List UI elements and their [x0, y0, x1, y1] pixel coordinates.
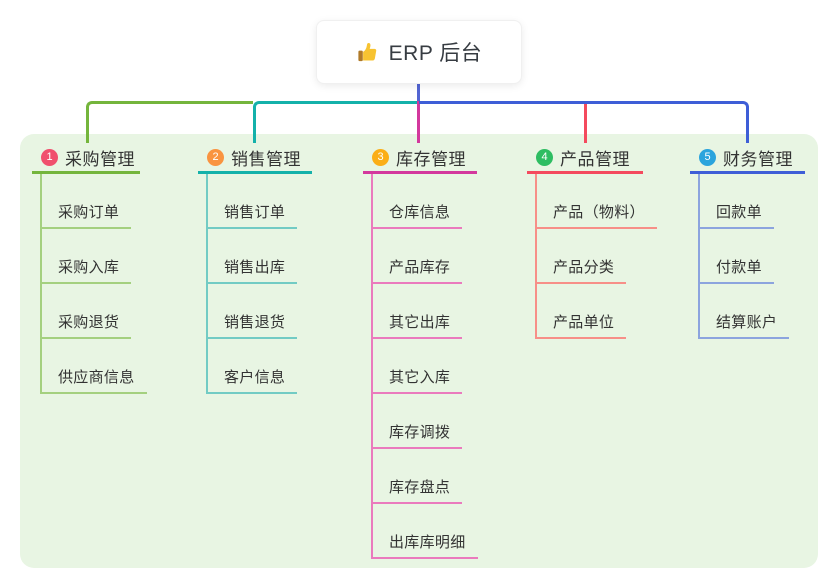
child-label: 供应商信息	[42, 366, 147, 394]
connector-branch-finance	[419, 101, 749, 143]
connector-root-drop	[417, 84, 420, 102]
child-label: 付款单	[700, 256, 774, 284]
branch-label: 产品管理	[560, 149, 630, 169]
branch-label: 库存管理	[396, 149, 466, 169]
child-node[interactable]: 其它入库	[373, 339, 478, 394]
child-node[interactable]: 其它出库	[373, 284, 478, 339]
child-label: 销售退货	[208, 311, 298, 339]
child-node[interactable]: 采购退货	[42, 284, 147, 339]
child-node[interactable]: 采购订单	[42, 174, 147, 229]
child-label: 产品库存	[373, 256, 463, 284]
child-label: 客户信息	[208, 366, 298, 394]
branch-node-finance[interactable]: 5 财务管理	[690, 143, 805, 174]
branch-number-badge: 4	[536, 148, 553, 166]
connector-branch-purchase	[86, 101, 253, 143]
branch-label: 财务管理	[723, 149, 793, 169]
root-node[interactable]: ERP 后台	[316, 20, 522, 84]
branch-node-purchase[interactable]: 1 采购管理	[32, 143, 140, 174]
child-node[interactable]: 供应商信息	[42, 339, 147, 394]
child-label: 产品分类	[537, 256, 627, 284]
child-label: 采购入库	[42, 256, 132, 284]
child-node[interactable]: 库存盘点	[373, 449, 478, 504]
child-node[interactable]: 采购入库	[42, 229, 147, 284]
thumbs-up-icon	[356, 41, 379, 64]
branch-children: 销售订单 销售出库 销售退货 客户信息	[206, 174, 298, 394]
child-label: 结算账户	[700, 311, 790, 339]
branch-finance: 5 财务管理 回款单 付款单 结算账户	[690, 143, 805, 339]
child-node[interactable]: 库存调拨	[373, 394, 478, 449]
branch-number-badge: 5	[699, 148, 716, 166]
child-node[interactable]: 付款单	[700, 229, 789, 284]
child-label: 其它出库	[373, 311, 463, 339]
child-node[interactable]: 仓库信息	[373, 174, 478, 229]
connector-branch-inventory	[417, 101, 420, 143]
child-label: 库存调拨	[373, 421, 463, 449]
child-label: 仓库信息	[373, 201, 463, 229]
child-node[interactable]: 产品单位	[537, 284, 657, 339]
branch-purchase: 1 采购管理 采购订单 采购入库 采购退货 供应商信息	[32, 143, 147, 394]
child-label: 出库库明细	[373, 531, 478, 559]
root-label: ERP 后台	[388, 42, 483, 65]
branch-number-badge: 2	[207, 148, 224, 166]
branch-node-product[interactable]: 4 产品管理	[527, 143, 643, 174]
child-label: 产品（物料）	[537, 201, 657, 229]
branch-inventory: 3 库存管理 仓库信息 产品库存 其它出库 其它入库 库存调拨 库存盘点 出库库…	[363, 143, 478, 559]
child-node[interactable]: 客户信息	[208, 339, 298, 394]
branch-children: 回款单 付款单 结算账户	[698, 174, 790, 339]
branch-children: 仓库信息 产品库存 其它出库 其它入库 库存调拨 库存盘点 出库库明细	[371, 174, 478, 559]
child-label: 产品单位	[537, 311, 627, 339]
child-node[interactable]: 销售出库	[208, 229, 298, 284]
child-label: 采购退货	[42, 311, 132, 339]
branch-children: 产品（物料） 产品分类 产品单位	[535, 174, 657, 339]
child-node[interactable]: 结算账户	[700, 284, 790, 339]
connector-branch-product	[584, 101, 587, 143]
child-node[interactable]: 销售订单	[208, 174, 298, 229]
branch-number-badge: 1	[41, 148, 58, 166]
branch-product: 4 产品管理 产品（物料） 产品分类 产品单位	[527, 143, 657, 339]
child-label: 库存盘点	[373, 476, 463, 504]
branch-label: 销售管理	[231, 149, 301, 169]
child-label: 其它入库	[373, 366, 463, 394]
child-node[interactable]: 产品（物料）	[537, 174, 657, 229]
child-node[interactable]: 出库库明细	[373, 504, 478, 559]
child-label: 销售订单	[208, 201, 298, 229]
child-node[interactable]: 产品分类	[537, 229, 657, 284]
branch-label: 采购管理	[65, 149, 135, 169]
child-label: 销售出库	[208, 256, 298, 284]
child-node[interactable]: 销售退货	[208, 284, 298, 339]
branches-panel	[20, 134, 818, 568]
connector-branch-sales	[253, 101, 419, 143]
branch-node-inventory[interactable]: 3 库存管理	[363, 143, 477, 174]
child-node[interactable]: 产品库存	[373, 229, 478, 284]
child-node[interactable]: 回款单	[700, 174, 789, 229]
branch-sales: 2 销售管理 销售订单 销售出库 销售退货 客户信息	[198, 143, 312, 394]
child-label: 回款单	[700, 201, 774, 229]
child-label: 采购订单	[42, 201, 132, 229]
branch-number-badge: 3	[372, 148, 389, 166]
branch-children: 采购订单 采购入库 采购退货 供应商信息	[40, 174, 147, 394]
branch-node-sales[interactable]: 2 销售管理	[198, 143, 312, 174]
